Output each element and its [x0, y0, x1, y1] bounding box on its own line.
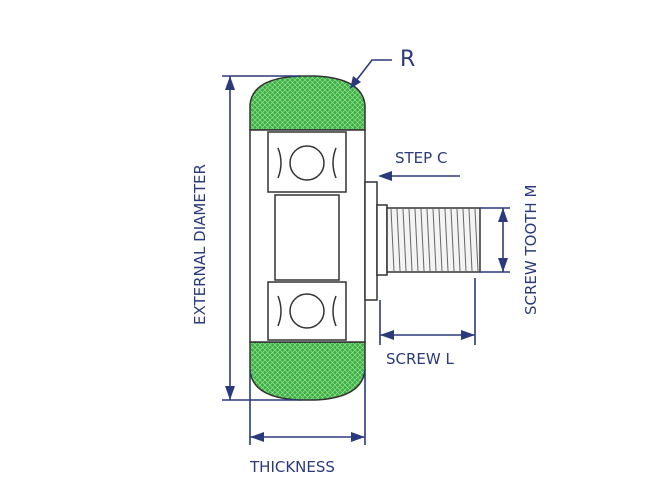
thread-line [414, 208, 419, 272]
thread-line [444, 208, 449, 272]
thread-line [462, 208, 467, 272]
screw-length-label: SCREW L [386, 350, 454, 368]
step-label: STEP C [395, 149, 447, 167]
thread-line [396, 208, 401, 272]
thread-line [438, 208, 443, 272]
screw-thread [386, 207, 481, 273]
thread-line [402, 208, 407, 272]
ball-top [289, 145, 325, 181]
thread-line [408, 208, 413, 272]
thread-line [456, 208, 461, 272]
step-hub [364, 181, 388, 301]
thickness-label: THICKNESS [249, 458, 335, 476]
thread-line [390, 208, 395, 272]
step-leader [378, 171, 460, 181]
thread-line [468, 208, 473, 272]
thickness-dimension [249, 370, 366, 445]
thread-line [450, 208, 455, 272]
thread-line [426, 208, 431, 272]
screw-tooth-label: SCREW TOOTH M [522, 185, 540, 315]
radius-label: R [400, 47, 415, 72]
screw-tooth-dimension [480, 207, 510, 273]
radius-leader [350, 59, 392, 89]
thread-line [420, 208, 425, 272]
tire-top [249, 75, 366, 131]
bearing [249, 129, 366, 343]
external-diameter-label: EXTERNAL DIAMETER [191, 164, 209, 325]
thread-line [474, 208, 479, 272]
tire-bottom [249, 341, 366, 401]
thread-line [432, 208, 437, 272]
external-diameter-dimension [222, 75, 300, 401]
screw-length-dimension [379, 278, 476, 345]
ball-bottom [289, 293, 325, 329]
